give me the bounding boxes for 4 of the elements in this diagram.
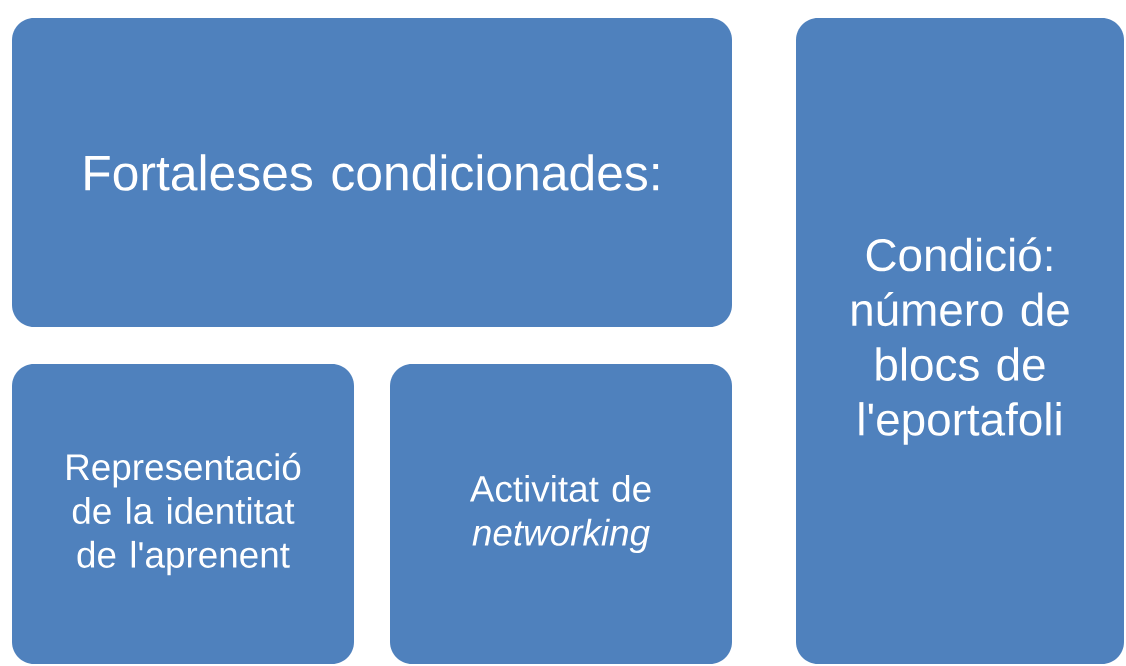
text-box: Condició: número de blocs de l'eportafoli <box>796 18 1124 664</box>
text-box: Fortaleses condicionades: <box>12 18 732 327</box>
text-box: Representació de la identitat de l'aprenent <box>12 364 354 664</box>
text-box: Activitat de networking <box>390 364 732 664</box>
